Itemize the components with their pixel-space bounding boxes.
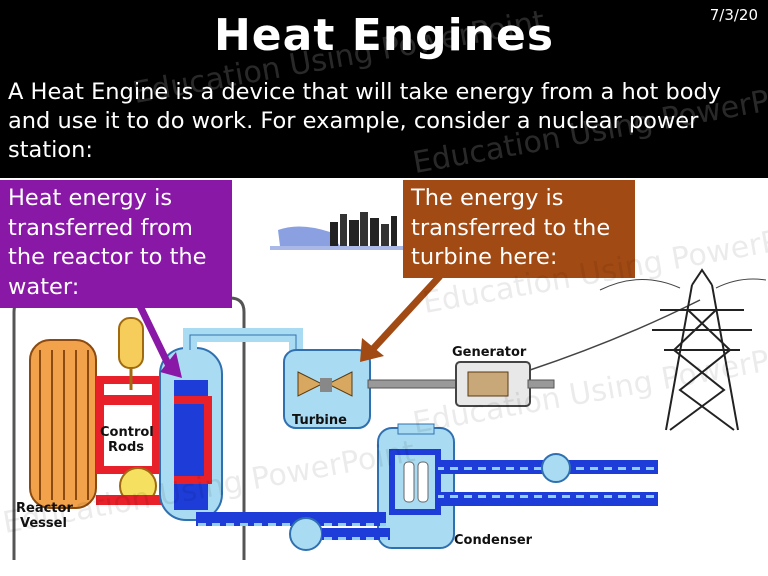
cooling-water-pipe-lower (438, 492, 658, 506)
control-rods-label-line1: Control (100, 425, 154, 440)
intro-text: A Heat Engine is a device that will take… (8, 79, 722, 163)
condenser-label: Condenser (454, 533, 533, 548)
pressurizer-icon (118, 317, 144, 390)
callout-arrow-purple (136, 304, 182, 378)
slide-date: 7/3/20 (709, 6, 758, 24)
turbine-icon (283, 349, 371, 429)
callout-to-turbine: The energy is transferred to the turbine… (403, 180, 635, 278)
city-skyline-icon (270, 212, 410, 250)
feedwater-pump-icon (289, 517, 323, 551)
cooling-pump-icon (541, 453, 571, 483)
callout-arrow-brown (360, 273, 443, 362)
reactor-vessel-label-line1: Reactor (16, 501, 73, 516)
turbine-label: Turbine (292, 413, 347, 428)
callout-reactor-to-water: Heat energy is transferred from the reac… (0, 180, 232, 308)
nuclear-power-station-diagram: Generator Turbine Control Rods Reactor V… (0, 178, 768, 576)
generator-icon (455, 361, 555, 407)
control-rods-label-line2: Rods (108, 440, 144, 455)
generator-label: Generator (452, 345, 527, 360)
slide-title: Heat Engines (213, 10, 555, 61)
condenser-icon (377, 427, 455, 549)
electricity-pylon-icon (652, 268, 752, 431)
reactor-vessel-label-line2: Vessel (20, 516, 67, 531)
steam-generator-icon (159, 347, 223, 521)
turbine-shaft (367, 379, 463, 389)
feedwater-pipe (196, 512, 386, 526)
